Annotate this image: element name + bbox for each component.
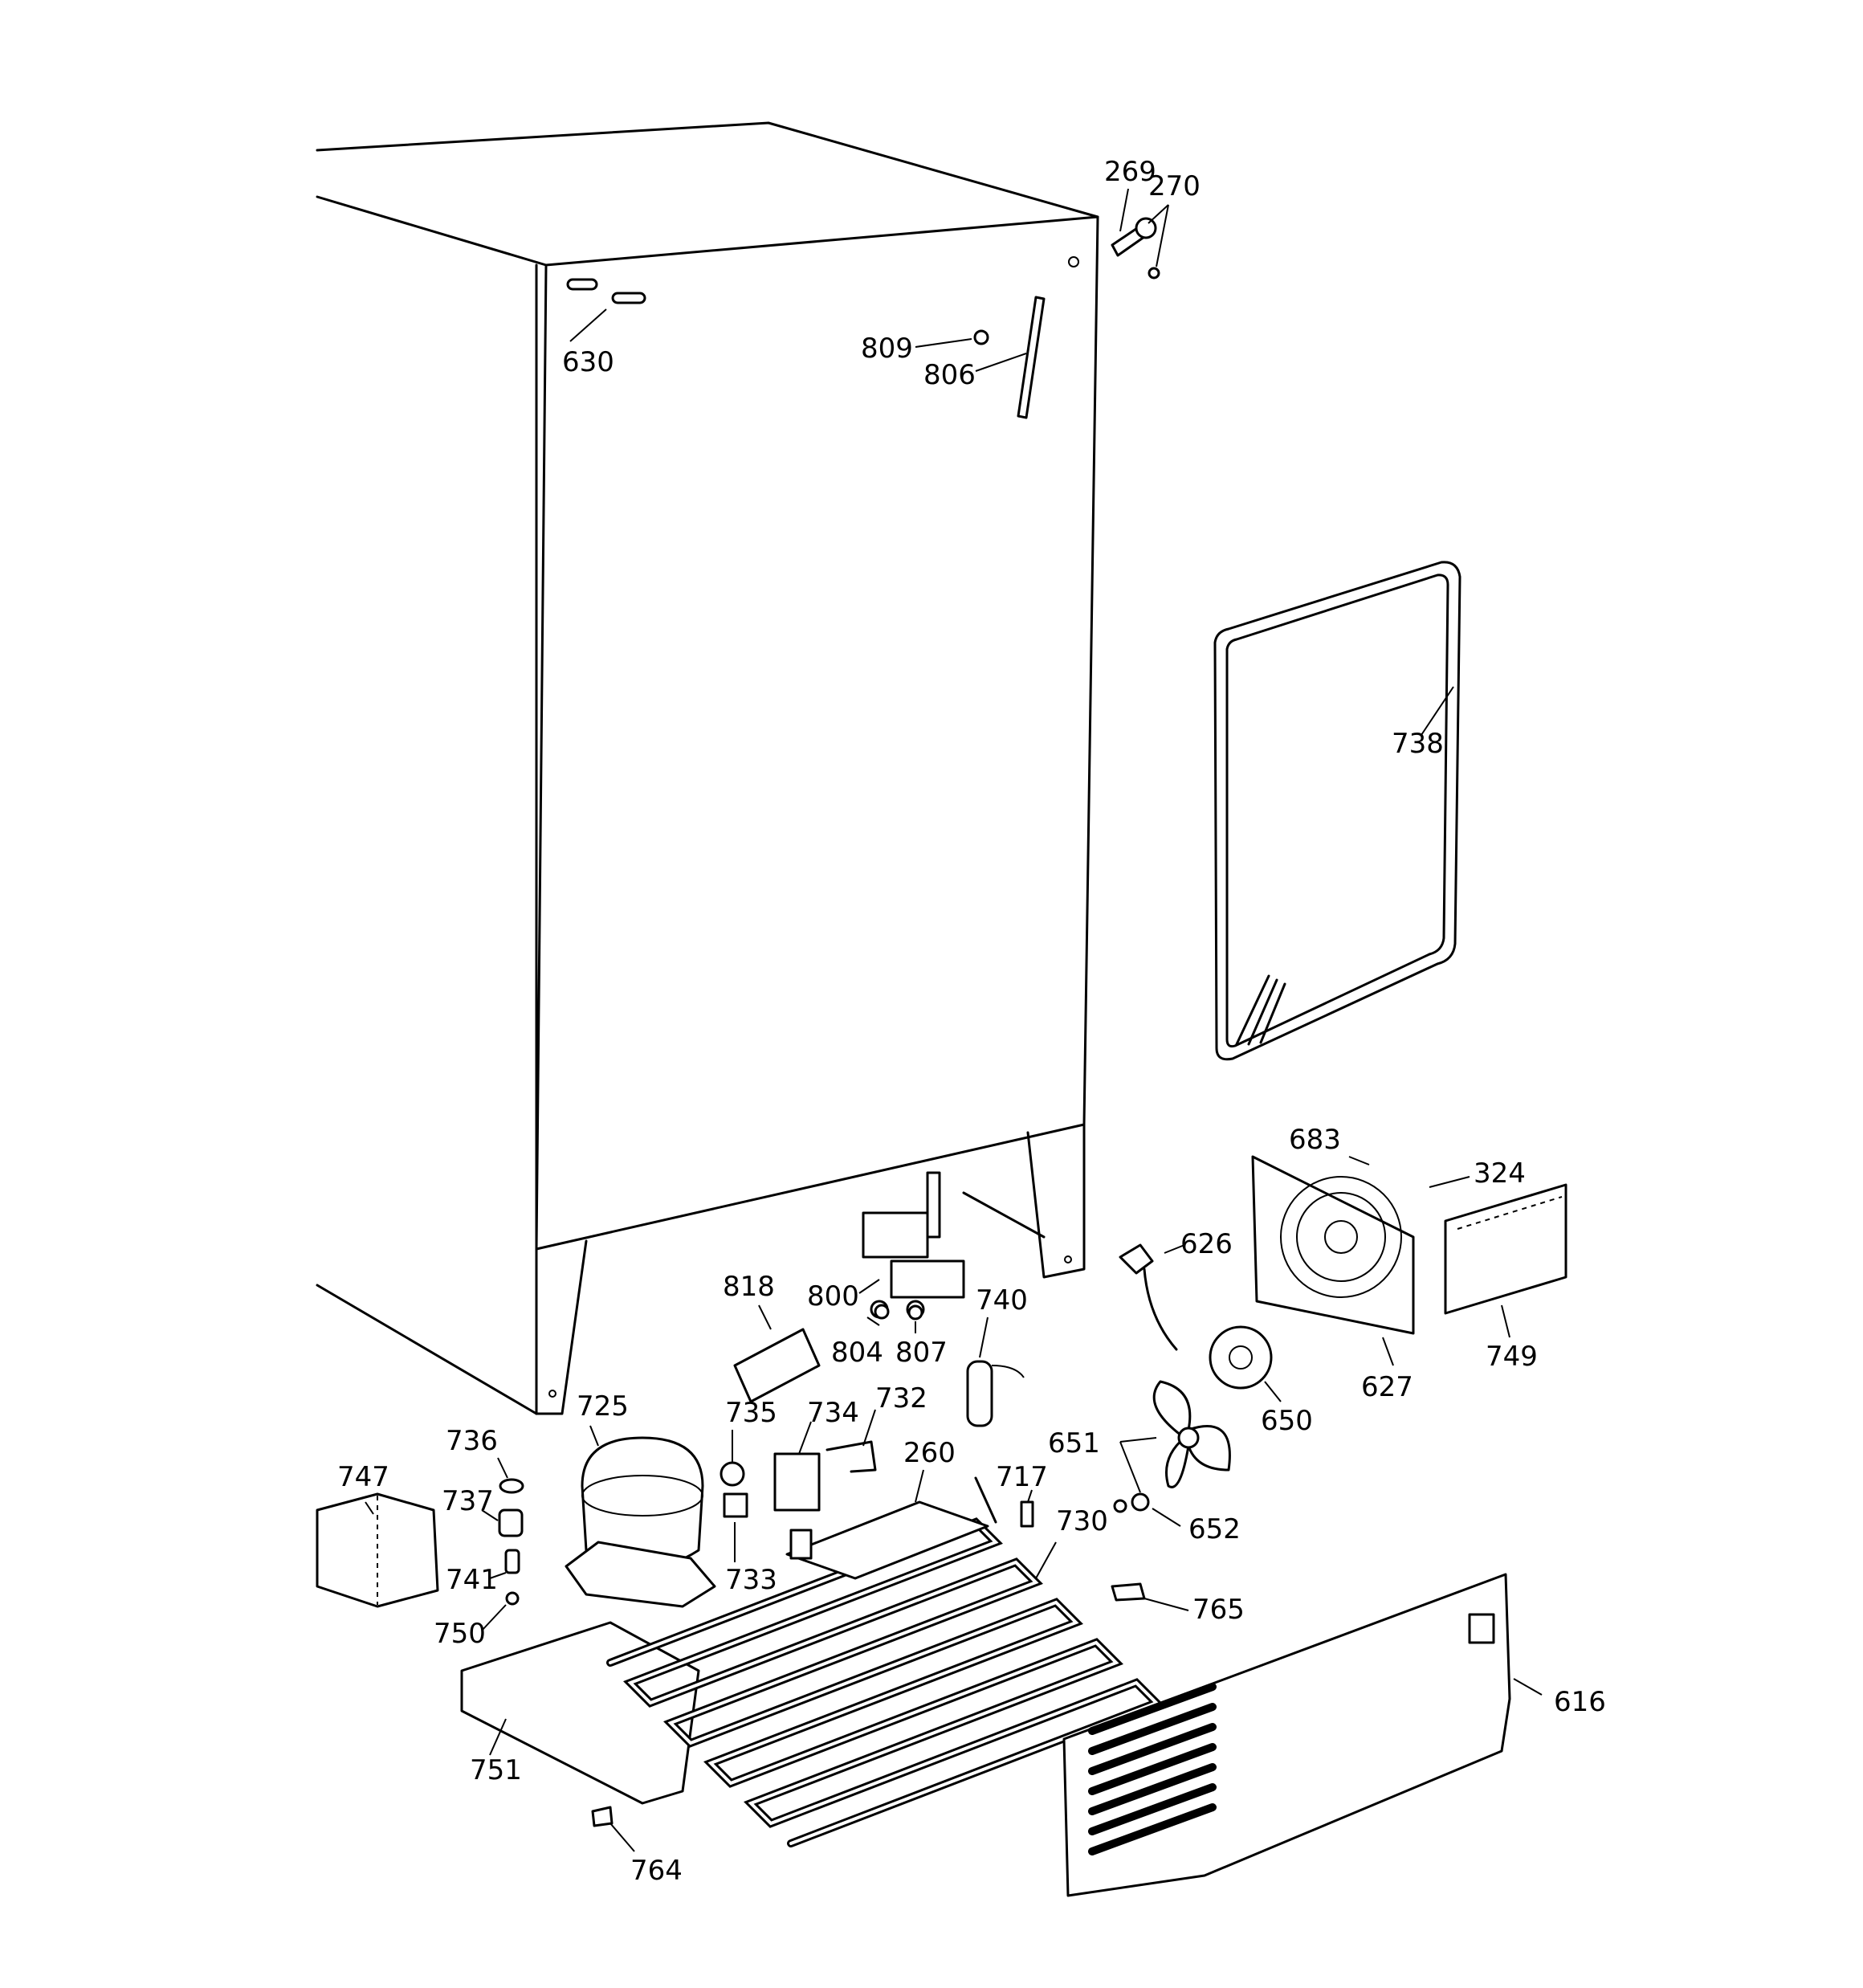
part-627-shroud <box>1251 1155 1415 1335</box>
label-734: 734 <box>807 1397 859 1429</box>
label-717: 717 <box>996 1461 1048 1493</box>
part-616-grille <box>1062 1573 1511 1897</box>
label-737: 737 <box>442 1485 494 1517</box>
part-751-base <box>460 1621 700 1805</box>
label-749: 749 <box>1486 1341 1538 1373</box>
label-616: 616 <box>1554 1686 1606 1718</box>
part-725-compressor <box>565 1436 716 1608</box>
cabinet <box>316 121 1160 1415</box>
label-651: 651 <box>1048 1427 1100 1459</box>
label-626: 626 <box>1180 1228 1233 1260</box>
grille-slots <box>1088 1683 1217 1855</box>
label-324: 324 <box>1474 1157 1526 1190</box>
part-626-cord <box>1119 1243 1178 1351</box>
label-818: 818 <box>723 1271 775 1303</box>
label-732: 732 <box>875 1382 927 1414</box>
label-804: 804 <box>831 1337 883 1369</box>
label-730: 730 <box>1056 1505 1108 1537</box>
label-269: 269 <box>1104 156 1156 188</box>
part-738-frame <box>1213 561 1461 1061</box>
part-749-cover <box>1444 1183 1567 1315</box>
label-806: 806 <box>923 359 976 391</box>
label-809: 809 <box>861 333 913 365</box>
label-630: 630 <box>562 346 614 378</box>
label-735: 735 <box>725 1397 777 1429</box>
part-labels: 269 270 630 809 806 738 683 324 626 749 … <box>337 156 1606 1887</box>
label-683: 683 <box>1289 1124 1341 1156</box>
label-765: 765 <box>1192 1594 1245 1626</box>
label-738: 738 <box>1392 728 1444 760</box>
label-650: 650 <box>1261 1405 1313 1437</box>
leader-lines <box>365 188 1543 1852</box>
part-730-condenser <box>606 1476 1164 1847</box>
label-270: 270 <box>1148 170 1201 202</box>
label-741: 741 <box>446 1564 498 1596</box>
part-fan-blade <box>1113 1380 1231 1513</box>
label-733: 733 <box>725 1564 777 1596</box>
label-736: 736 <box>446 1425 498 1457</box>
label-725: 725 <box>577 1390 629 1423</box>
label-260: 260 <box>903 1437 956 1469</box>
label-764: 764 <box>630 1855 683 1887</box>
label-807: 807 <box>895 1337 948 1369</box>
label-652: 652 <box>1188 1513 1241 1545</box>
label-747: 747 <box>337 1461 389 1493</box>
label-750: 750 <box>434 1618 486 1650</box>
label-740: 740 <box>976 1284 1028 1316</box>
label-800: 800 <box>807 1280 859 1312</box>
label-751: 751 <box>470 1754 522 1786</box>
small-parts <box>498 1328 1146 1827</box>
part-800-valve <box>862 1171 965 1321</box>
part-650-motor <box>1209 1325 1273 1390</box>
label-627: 627 <box>1361 1371 1413 1403</box>
part-747-shield <box>316 1492 439 1608</box>
